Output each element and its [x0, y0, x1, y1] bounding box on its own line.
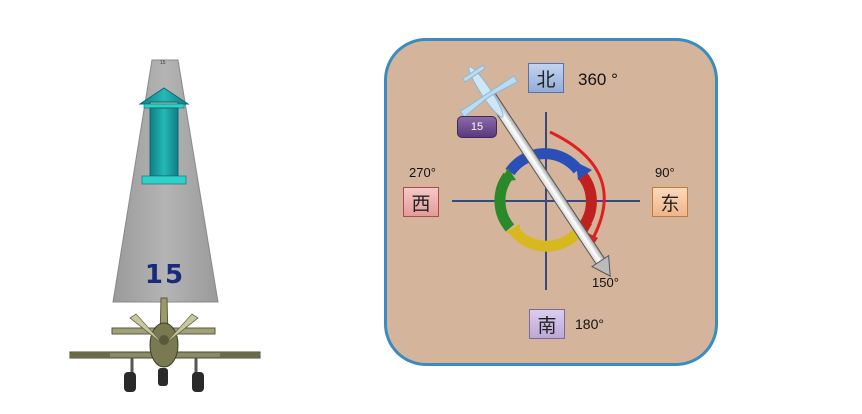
aircraft-tag: 15: [457, 116, 497, 138]
runway-illustration: 15 15: [69, 59, 261, 392]
east-glyph: 东: [660, 192, 680, 215]
north-glyph: 北: [536, 68, 556, 91]
south-box: 南: [529, 309, 565, 339]
west-box: 西: [403, 187, 439, 217]
west-glyph: 西: [411, 192, 431, 215]
north-box: 北: [528, 63, 564, 93]
south-degree: 180°: [575, 316, 604, 332]
aircraft-top-view-icon: [459, 64, 519, 118]
aircraft-rear-view-icon: [69, 297, 261, 392]
turn-direction-arrow-icon: [549, 130, 606, 241]
east-degree: 90°: [655, 165, 675, 180]
south-glyph: 南: [537, 314, 557, 337]
west-degree: 270°: [409, 165, 436, 180]
north-degree: 360 °: [578, 70, 618, 89]
runway-direction-arrow-icon: [138, 87, 190, 185]
east-box: 东: [652, 187, 688, 217]
heading-degree: 150°: [592, 275, 619, 290]
runway-top-marking: 15: [160, 60, 166, 66]
runway-number: 15: [145, 260, 185, 290]
